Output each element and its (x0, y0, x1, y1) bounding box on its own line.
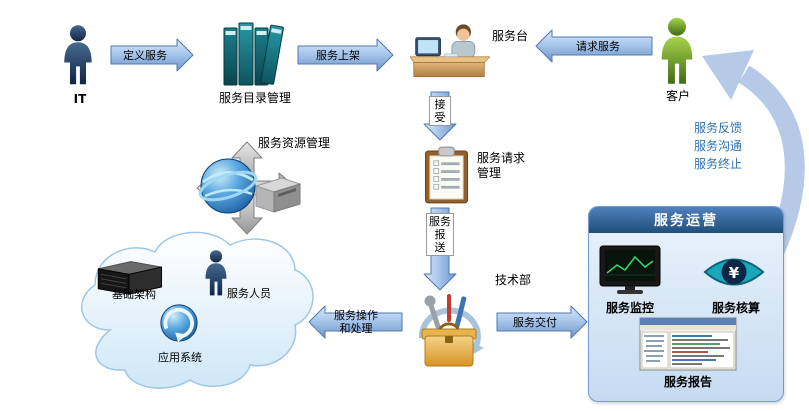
service-operation-arrow-label: 服务操作 和处理 (334, 309, 378, 335)
arrow-service-launch (297, 38, 394, 72)
report-window-icon (639, 317, 737, 371)
define-service-arrow-label: 定义服务 (123, 49, 167, 62)
feedback-arrow-band (738, 65, 805, 255)
it-label: IT (73, 92, 87, 106)
tech-dept-label: 技术部 (495, 273, 532, 287)
arrow-service-operation (308, 305, 403, 339)
operations-title: 服务运营 (589, 207, 783, 233)
accounting-label: 服务核算 (711, 301, 760, 315)
service-delivery-arrow-label: 服务交付 (513, 316, 557, 329)
staff-person-icon (205, 250, 227, 296)
infrastructure-server-icon (97, 261, 163, 295)
accounting-eye-icon: ¥ (703, 258, 765, 286)
app-system-label: 应用系统 (158, 351, 202, 364)
service-staff-label: 服务人员 (227, 287, 271, 300)
request-clipboard-icon (424, 146, 469, 204)
yuan-symbol: ¥ (729, 264, 740, 282)
monitoring-label: 服务监控 (605, 301, 654, 315)
feedback-arrow-label: 服务反馈 服务沟通 服务终止 (694, 121, 743, 171)
report-label: 服务报告 (663, 375, 712, 389)
service-launch-arrow-label: 服务上架 (316, 49, 360, 62)
infrastructure-label: 基础架构 (112, 288, 156, 301)
customer-person-icon (661, 17, 693, 84)
service-desk-icon (410, 24, 490, 78)
arrow-request-service (535, 29, 653, 63)
service-submit-arrow-label: 服务 报 送 (426, 213, 454, 256)
feedback-arrow-head (702, 50, 754, 100)
service-operations-panel: 服务运营 服务监控 ¥ 服务核算 (588, 206, 784, 402)
service-catalog-icon (223, 22, 284, 86)
it-person-icon (64, 25, 92, 85)
catalog-label: 服务目录管理 (218, 91, 291, 105)
resource-globe-icon (198, 158, 258, 214)
monitoring-screen-icon (599, 245, 661, 294)
printer-icon (254, 177, 302, 213)
request-service-arrow-label: 请求服务 (576, 40, 620, 53)
resource-mgmt-label: 服务资源管理 (258, 136, 331, 150)
request-mgmt-label: 服务请求 管理 (477, 151, 526, 180)
arrow-service-delivery (496, 305, 588, 339)
toolbox-icon (418, 294, 484, 367)
service-desk-label: 服务台 (492, 29, 529, 43)
customer-label: 客户 (665, 89, 690, 103)
accept-arrow-label: 接 受 (429, 96, 451, 126)
arrow-define-service (110, 38, 194, 72)
app-system-icon (160, 304, 198, 343)
